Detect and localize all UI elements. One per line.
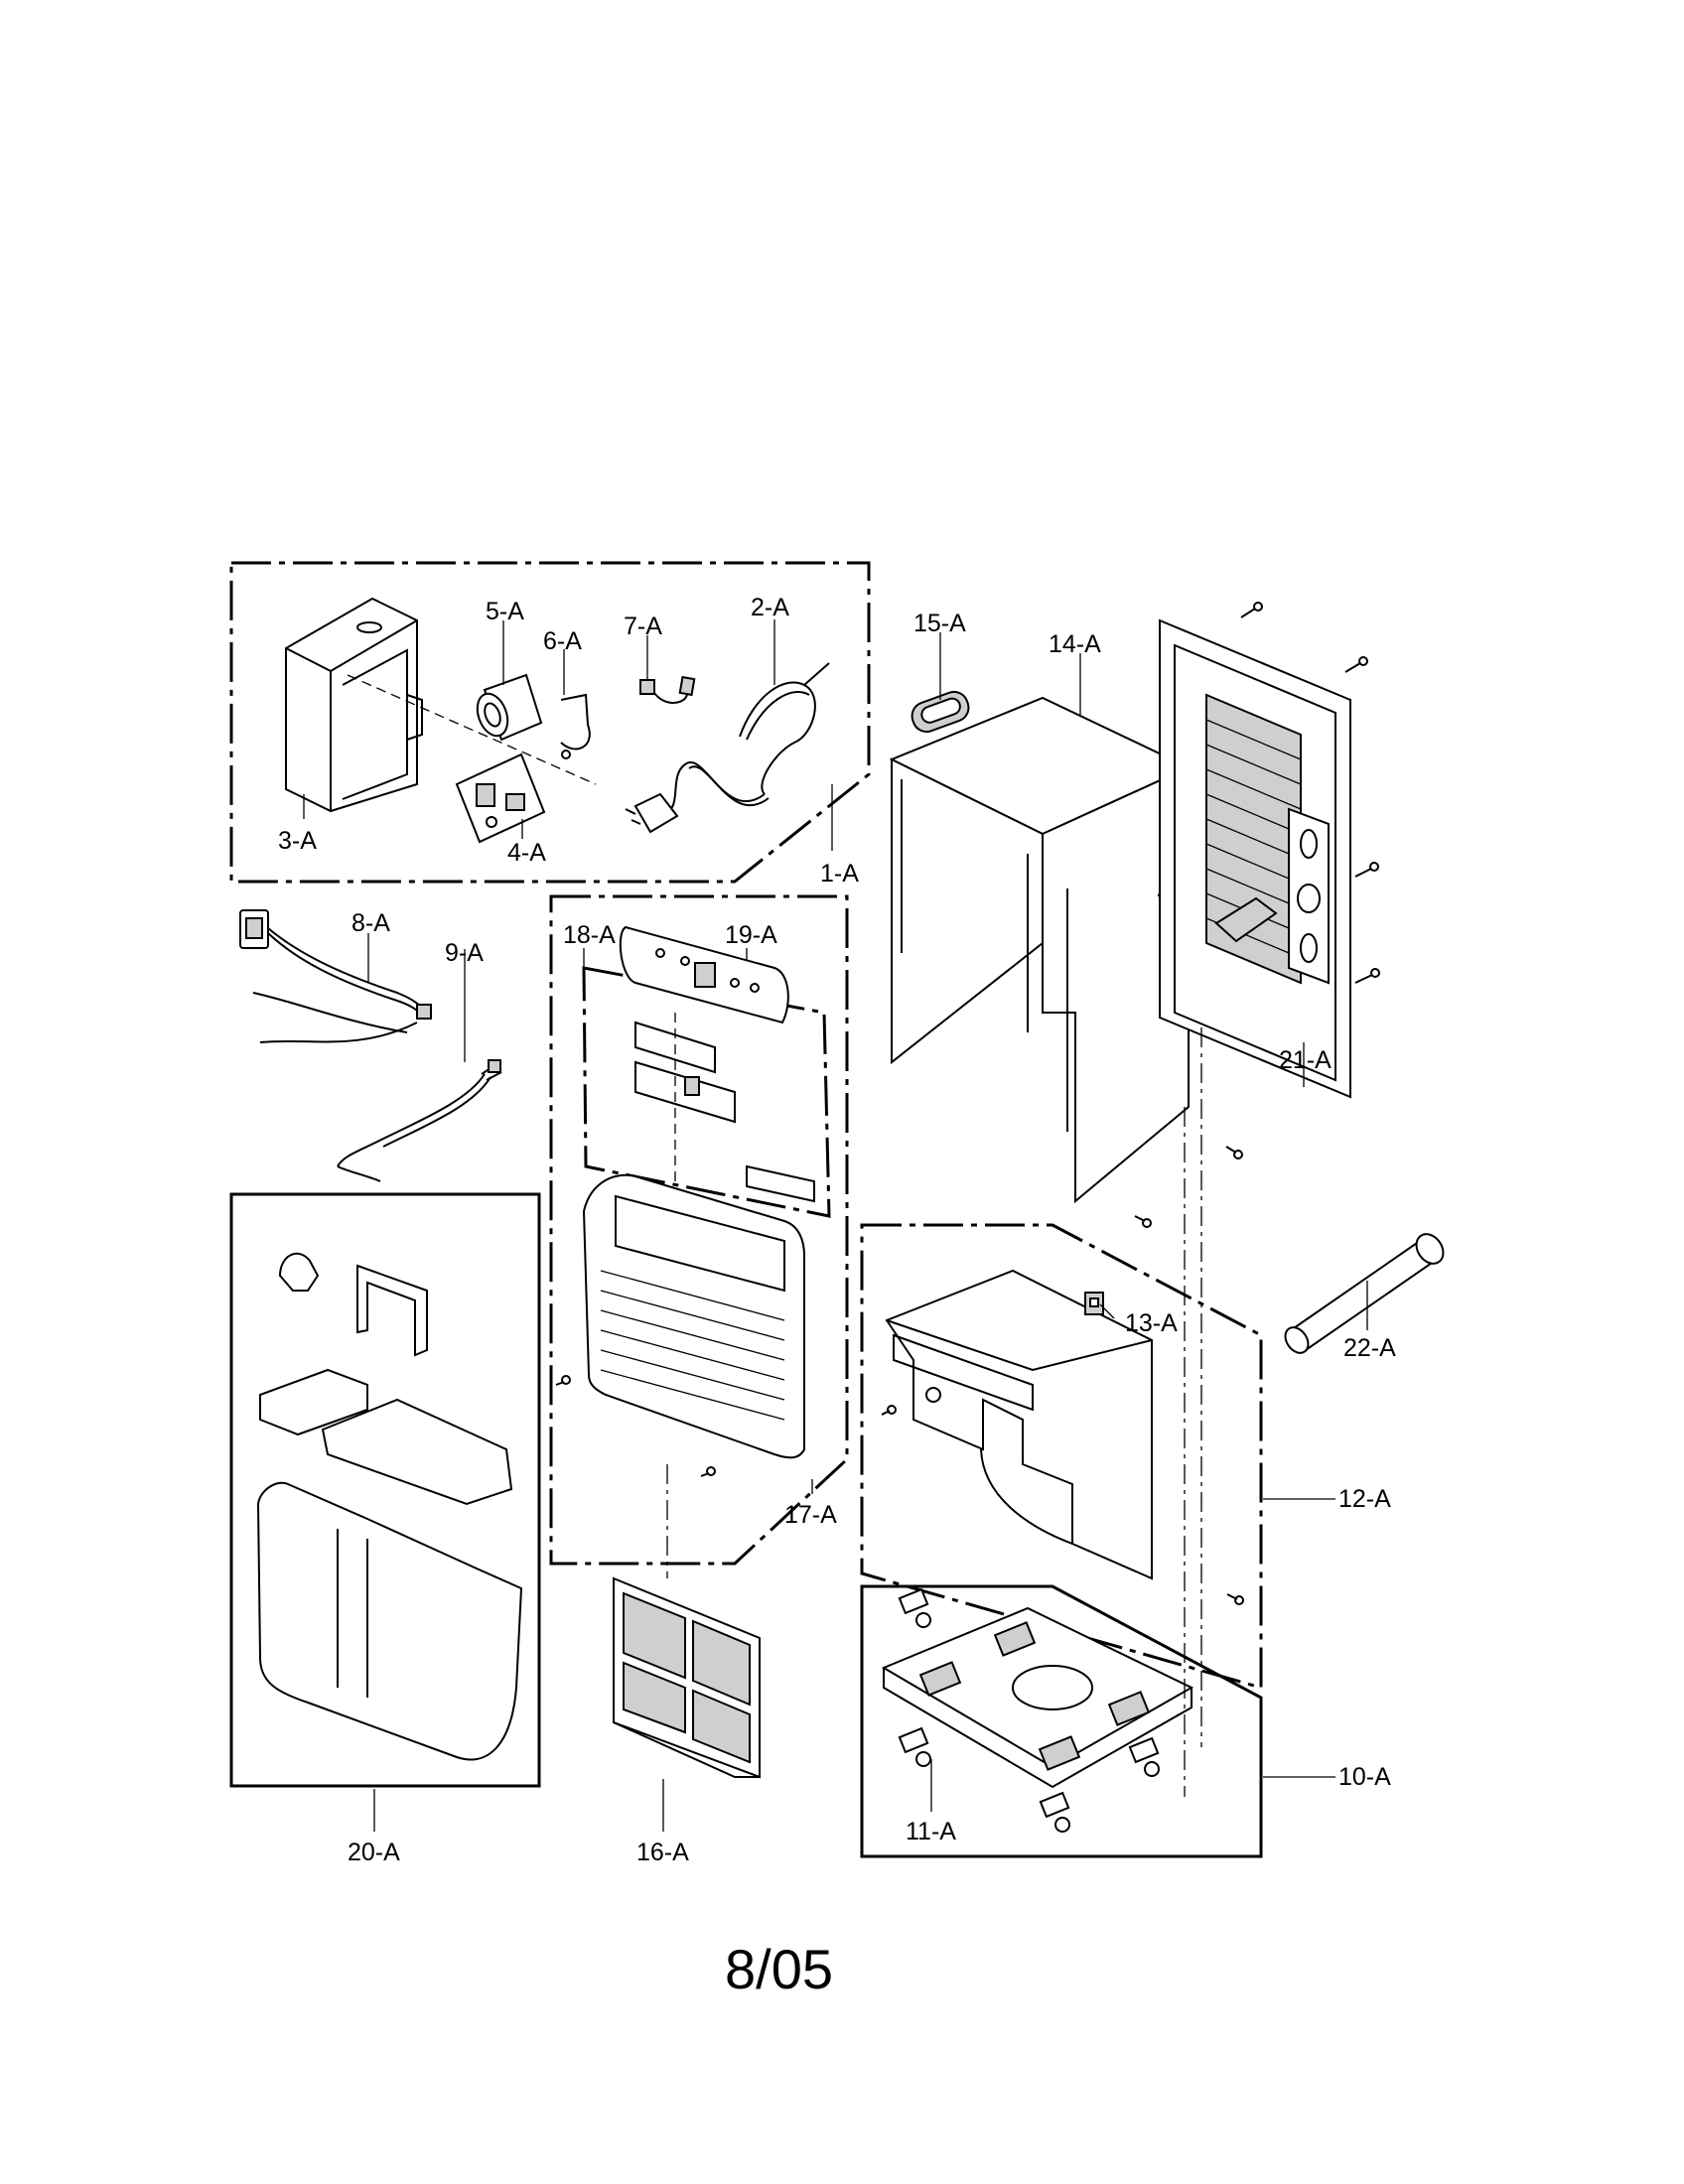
label-18a: 18-A [563,921,616,949]
label-17a: 17-A [784,1501,837,1529]
part-3a-control-box [285,597,423,813]
assembly-center-lines [666,1027,1202,1797]
part-19a-control-label [619,925,789,1024]
label-15a: 15-A [913,610,966,637]
label-6a: 6-A [543,627,582,655]
label-20a: 20-A [348,1839,400,1866]
part-13a-bracket [1084,1292,1104,1315]
part-16a-filter [613,1576,761,1779]
group-box-17a [549,894,849,1566]
label-12a: 12-A [1338,1485,1391,1513]
part-4a-relay-plate [455,752,546,844]
label-16a: 16-A [636,1839,689,1866]
front-grille-panel [555,1173,805,1477]
part-labels: 5-A 6-A 7-A 2-A 3-A 4-A 1-A 15-A 14-A 21… [278,594,1396,1866]
part-11a-casters [898,1587,1160,1833]
label-8a: 8-A [351,909,390,937]
screws [1134,602,1380,1228]
part-7a-sensor [639,675,696,704]
part-14a-cabinet [889,696,1196,1204]
label-13a: 13-A [1125,1309,1178,1337]
group-box-10a [860,1584,1263,1858]
label-21a: 21-A [1279,1046,1332,1074]
label-10a: 10-A [1338,1763,1391,1791]
part-21a-rear-panel [1159,618,1351,1099]
leader-lines [303,619,1368,1832]
label-9a: 9-A [445,939,484,967]
page-footer-date: 8/05 [725,1938,833,2000]
part-9a-harness [337,1059,502,1182]
part-5a-capacitor [347,673,597,785]
label-19a: 19-A [725,921,777,949]
part-15a-handle [911,690,970,734]
part-8a-harness [239,909,432,1043]
part-20a-bucket [256,1252,523,1761]
group-box-1a [229,561,871,884]
grille-slats [600,1270,785,1421]
label-5a: 5-A [486,598,524,625]
label-2a: 2-A [751,594,789,621]
part-10a-base-pan [881,1606,1194,1789]
label-1a: 1-A [820,860,859,887]
label-11a: 11-A [906,1818,956,1845]
group-box-20a [229,1192,541,1788]
label-22a: 22-A [1343,1334,1396,1362]
control-board [634,1013,815,1231]
part-22a-drain-hose [1284,1233,1445,1354]
label-14a: 14-A [1049,630,1101,658]
part-12a-chassis [881,1269,1244,1605]
label-7a: 7-A [624,613,662,640]
group-box-12a [860,1223,1263,1690]
part-6a-clamp [560,693,591,759]
label-4a: 4-A [507,839,546,867]
label-3a: 3-A [278,827,317,855]
part-2a-power-cord [625,662,830,834]
